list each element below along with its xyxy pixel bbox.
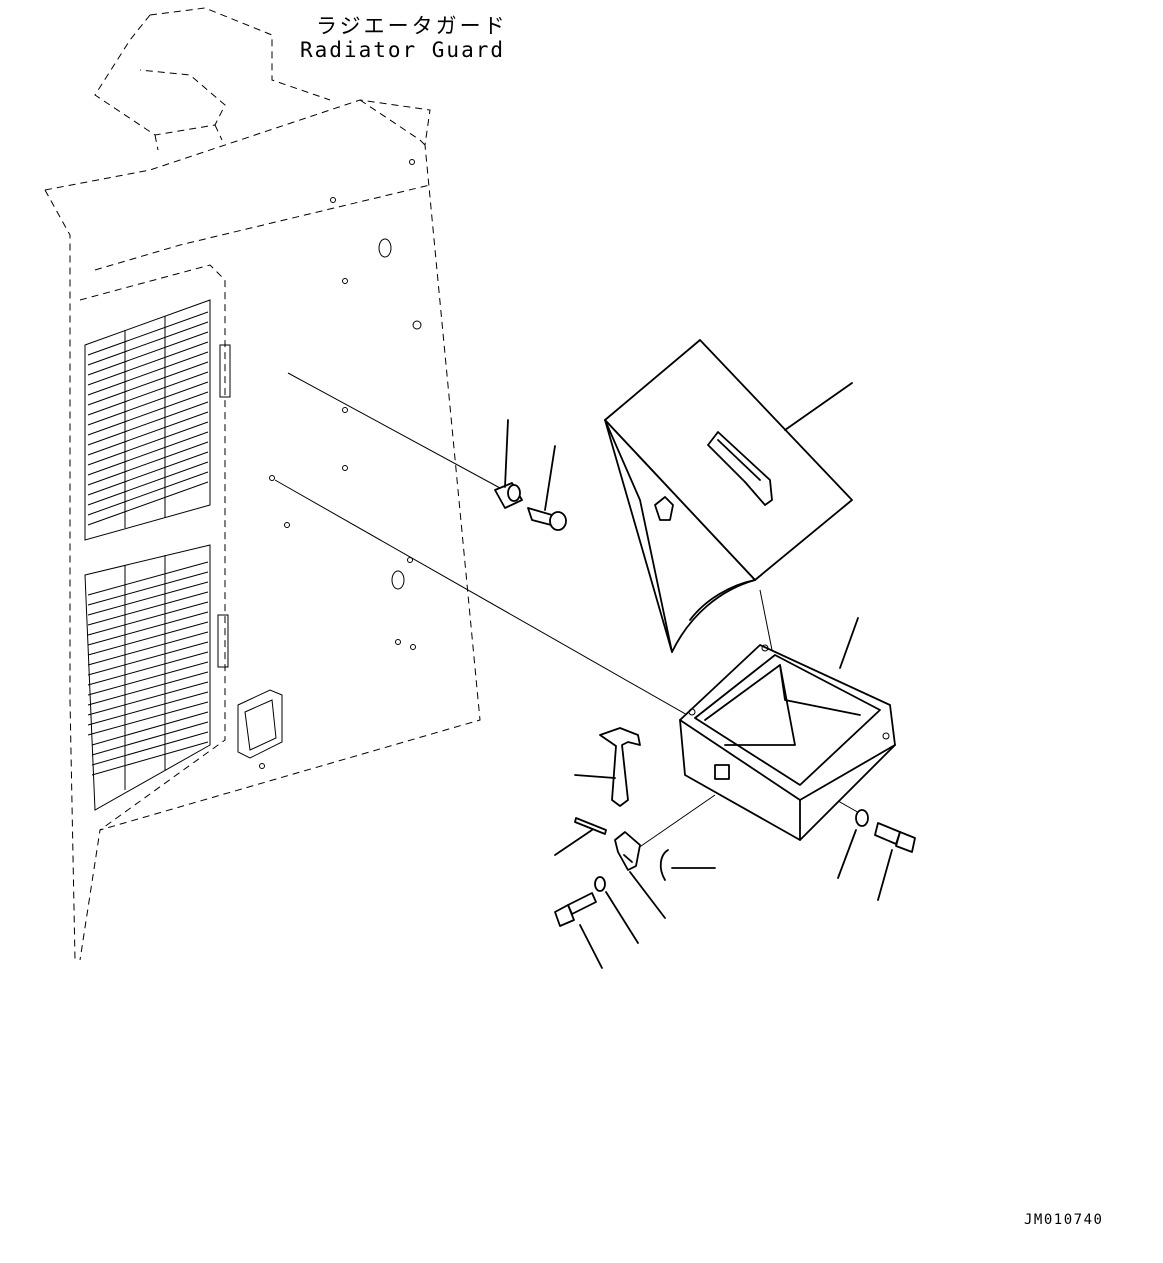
toolbox-lid	[604, 339, 853, 653]
document-code: JM010740	[1024, 1212, 1104, 1228]
grille-lower	[84, 544, 211, 811]
radiator-guard-panel	[44, 7, 481, 961]
latch-bracket	[614, 831, 666, 919]
toolbox-body	[679, 617, 896, 841]
washer-left	[594, 876, 639, 944]
washer-right	[837, 809, 869, 879]
mounting-bolt	[527, 445, 567, 531]
drawing-title-english: Radiator Guard	[300, 38, 506, 62]
spring-clip	[659, 849, 716, 881]
grille-upper	[84, 299, 211, 541]
bolt-right	[874, 822, 916, 901]
latch-pin	[554, 817, 607, 856]
drawing-title-japanese: ラジエータガード	[316, 14, 508, 38]
latch-lever	[574, 727, 641, 807]
bolt-left	[554, 892, 603, 969]
spacer-collar	[494, 419, 523, 509]
